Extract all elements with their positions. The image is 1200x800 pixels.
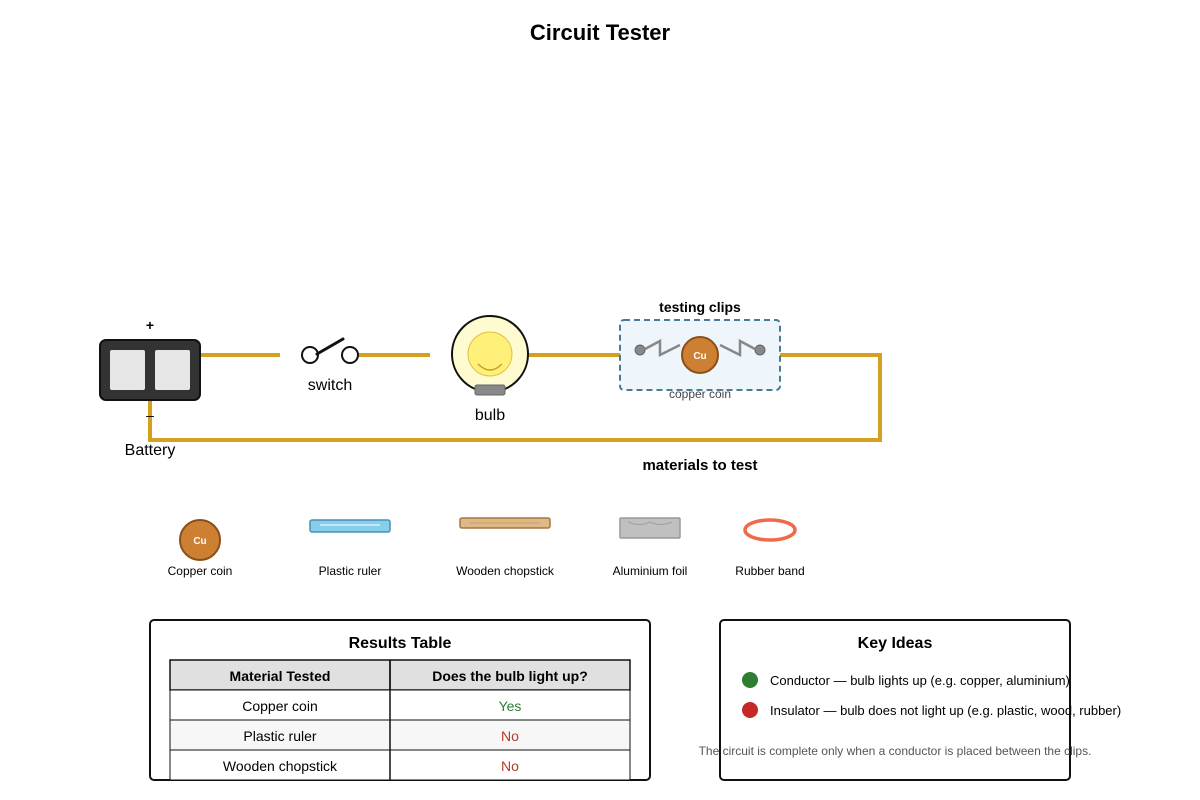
battery-minus-sign: –: [146, 407, 154, 423]
table-header-result: Does the bulb light up?: [432, 668, 588, 684]
key-ideas-note: The circuit is complete only when a cond…: [699, 744, 1092, 758]
circuit-wires: [148, 353, 882, 442]
switch-terminal-left: [301, 346, 319, 364]
battery-cell-right: [155, 350, 190, 390]
material-aluminium-foil: Aluminium foil: [613, 517, 688, 578]
key-idea-conductor: Conductor — bulb lights up (e.g. copper,…: [742, 672, 1070, 688]
table-header-row: [169, 659, 631, 691]
copper-coin-icon: [179, 519, 221, 561]
results-table: Material Tested Does the bulb light up? …: [169, 659, 631, 781]
clip-right-end: [754, 344, 766, 356]
aluminium-foil-icon: [619, 517, 681, 539]
insulator-dot-icon: [742, 702, 758, 718]
testing-clips-title: testing clips: [659, 299, 741, 315]
wire-return: [148, 353, 882, 442]
key-idea-insulator: Insulator — bulb does not light up (e.g.…: [742, 702, 1121, 718]
copper-coin-symbol: Cu: [193, 536, 206, 547]
key-ideas-panel: Key Ideas Conductor — bulb lights up (e.…: [699, 619, 1121, 781]
conductor-dot-icon: [742, 672, 758, 688]
key-ideas-frame: [719, 619, 1071, 781]
table-row: Copper coin Yes: [169, 689, 631, 721]
battery-cell-left: [110, 350, 145, 390]
battery: + – Battery: [99, 317, 201, 459]
switch-lever: [315, 337, 345, 356]
clip-right-jaw: [719, 338, 756, 358]
battery-plus-sign: +: [146, 317, 154, 333]
table-cell-material: Wooden chopstick: [223, 758, 338, 774]
material-plastic-ruler: Plastic ruler: [309, 519, 391, 578]
testing-clips-caption: copper coin: [669, 387, 731, 401]
material-label: Wooden chopstick: [456, 564, 555, 578]
bulb-label: bulb: [475, 407, 505, 424]
table-row: Wooden chopstick No: [169, 749, 631, 781]
results-title: Results Table: [349, 635, 452, 652]
bulb: bulb: [451, 315, 529, 424]
bulb-filament: [477, 363, 503, 371]
switch: switch: [301, 337, 359, 394]
results-panel: Results Table Material Tested Does the b…: [149, 619, 651, 781]
key-idea-text: Insulator — bulb does not light up (e.g.…: [770, 703, 1121, 718]
page-title: Circuit Tester: [530, 20, 671, 45]
key-idea-text: Conductor — bulb lights up (e.g. copper,…: [770, 673, 1070, 688]
materials-section: materials to test Cu Copper coin Plastic…: [168, 457, 805, 578]
materials-title: materials to test: [642, 457, 757, 474]
table-cell-result: No: [501, 758, 519, 774]
material-label: Copper coin: [168, 564, 233, 578]
table-row-bg: [169, 749, 631, 781]
material-label: Rubber band: [735, 564, 804, 578]
aluminium-foil-crinkle: [627, 521, 673, 525]
switch-label: switch: [308, 377, 352, 394]
bulb-base: [474, 384, 506, 396]
table-row-bg: [169, 689, 631, 721]
table-header-material: Material Tested: [230, 668, 331, 684]
clip-coin: [681, 336, 719, 374]
material-label: Aluminium foil: [613, 564, 688, 578]
table-row-bg: [169, 719, 631, 751]
material-wooden-chopstick: Wooden chopstick: [456, 517, 555, 578]
switch-terminal-right: [341, 346, 359, 364]
key-ideas-title: Key Ideas: [858, 635, 933, 652]
material-copper-coin: Cu Copper coin: [168, 519, 233, 578]
table-cell-result: Yes: [499, 698, 522, 714]
testing-clips: testing clips Cu copper coin: [619, 299, 781, 401]
table-cell-material: Plastic ruler: [243, 728, 316, 744]
table-cell-material: Copper coin: [242, 698, 318, 714]
rubber-band-icon: [743, 518, 797, 542]
table-row: Plastic ruler No: [169, 719, 631, 751]
clip-left-end: [634, 344, 646, 356]
material-rubber-band: Rubber band: [735, 518, 805, 578]
clip-left-jaw: [644, 338, 681, 358]
material-label: Plastic ruler: [319, 564, 382, 578]
clip-coin-symbol: Cu: [693, 351, 706, 362]
battery-label: Battery: [125, 442, 176, 459]
table-cell-result: No: [501, 728, 519, 744]
plastic-ruler-icon: [309, 519, 391, 533]
